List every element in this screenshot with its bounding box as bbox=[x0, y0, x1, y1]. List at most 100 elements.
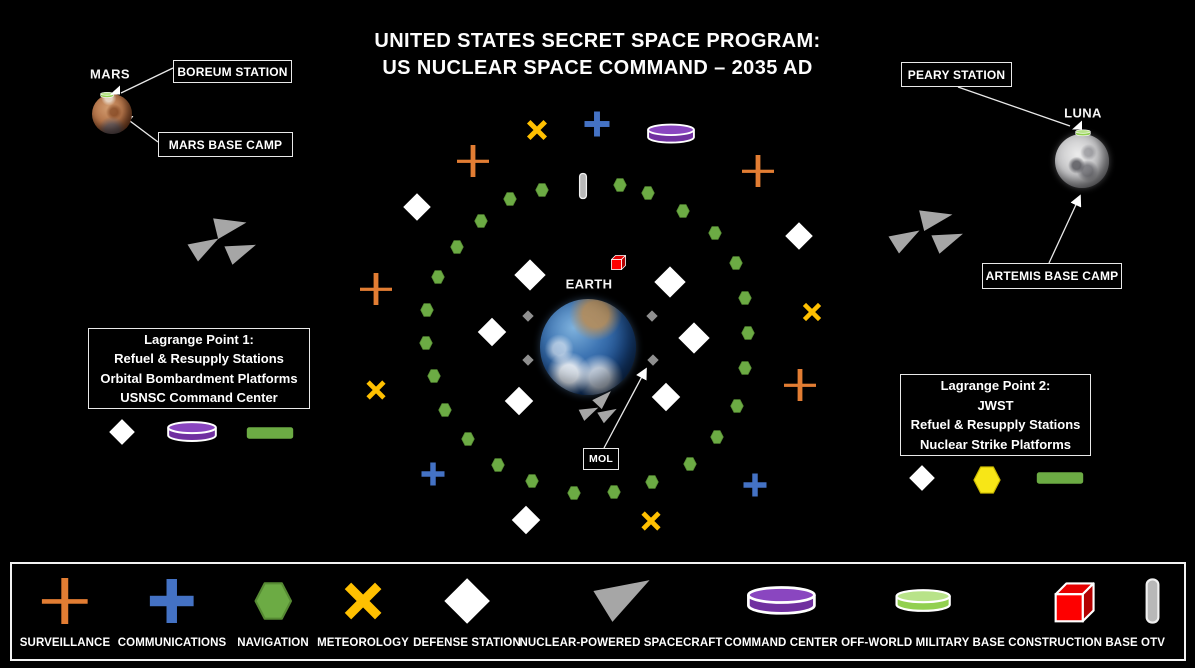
command-icon bbox=[745, 570, 817, 632]
mol-box: MOL bbox=[583, 448, 619, 470]
legend-item-defense: DEFENSE STATION bbox=[413, 570, 521, 649]
symbol-hex bbox=[491, 458, 506, 473]
symbol-construction bbox=[610, 254, 627, 271]
symbol-hex bbox=[613, 178, 628, 193]
legend-item-navigation: NAVIGATION bbox=[237, 570, 309, 649]
symbol-molsat bbox=[522, 354, 535, 367]
legend-item-communications: COMMUNICATIONS bbox=[118, 570, 227, 649]
symbol-hex bbox=[730, 399, 745, 414]
symbol-hex bbox=[741, 326, 756, 341]
symbol-hex bbox=[461, 432, 476, 447]
legend-item-surveillance: SURVEILLANCE bbox=[20, 570, 110, 649]
symbol-spacecraft bbox=[221, 240, 256, 268]
symbol-military bbox=[1075, 129, 1091, 137]
symbol-hex bbox=[427, 369, 442, 384]
symbol-spacecraft bbox=[928, 229, 963, 257]
symbol-hex bbox=[438, 403, 453, 418]
symbol-hex bbox=[525, 474, 540, 489]
peary-station-box: PEARY STATION bbox=[901, 62, 1012, 87]
legend-item-label: OFF-WORLD MILITARY BASE bbox=[841, 637, 1005, 649]
symbol-military bbox=[100, 92, 114, 98]
lp1-line-3: Orbital Bombardment Platforms bbox=[100, 370, 298, 386]
communications-icon bbox=[149, 570, 194, 632]
legend-item-label: DEFENSE STATION bbox=[413, 637, 521, 649]
defense-icon bbox=[443, 570, 491, 632]
mars-base-camp-box: MARS BASE CAMP bbox=[158, 132, 293, 157]
symbol-spacecraft bbox=[597, 408, 617, 424]
luna-planet bbox=[1055, 134, 1109, 188]
symbol-hex bbox=[450, 240, 465, 255]
symbol-hex bbox=[645, 475, 660, 490]
lagrange-point-2-box: Lagrange Point 2: JWST Refuel & Resupply… bbox=[900, 374, 1091, 456]
symbol-hex bbox=[708, 226, 723, 241]
symbol-meteorology bbox=[525, 118, 549, 142]
earth-planet bbox=[540, 299, 636, 395]
symbol-surveillance bbox=[784, 369, 816, 401]
legend-item-label: NAVIGATION bbox=[237, 637, 309, 649]
symbol-hex bbox=[683, 457, 698, 472]
symbol-defense bbox=[678, 322, 711, 355]
legend-item-label: SURVEILLANCE bbox=[19, 637, 111, 649]
symbol-hex bbox=[419, 336, 434, 351]
lp2-line-4: Nuclear Strike Platforms bbox=[919, 436, 1071, 452]
symbol-molsat bbox=[522, 310, 535, 323]
symbol-hex bbox=[607, 485, 622, 500]
symbol-molsat bbox=[647, 354, 660, 367]
symbol-communications bbox=[584, 111, 610, 137]
legend-bar: SURVEILLANCE COMMUNICATIONS NAVIGATION M… bbox=[10, 562, 1186, 661]
symbol-hex bbox=[503, 192, 518, 207]
otv-icon bbox=[1145, 570, 1160, 632]
symbol-defense bbox=[511, 505, 541, 535]
title-line-1: UNITED STATES SECRET SPACE PROGRAM: bbox=[374, 30, 821, 52]
symbol-surveillance bbox=[457, 145, 489, 177]
legend-item-label: OTV bbox=[1141, 637, 1165, 649]
legend-item-command: COMMAND CENTER bbox=[724, 570, 838, 649]
symbol-spacecraft bbox=[207, 211, 247, 246]
symbol-pennant bbox=[110, 85, 121, 95]
symbol-defense bbox=[403, 193, 432, 222]
symbol-meteorology bbox=[365, 379, 388, 402]
symbol-surveillance bbox=[360, 273, 392, 305]
construction-icon bbox=[1050, 570, 1096, 632]
artemis-base-camp-box: ARTEMIS BASE CAMP bbox=[982, 263, 1122, 289]
symbol-spacecraft bbox=[591, 391, 615, 412]
earth-label: EARTH bbox=[565, 276, 613, 292]
symbol-defense bbox=[504, 386, 534, 416]
legend-item-construction: CONSTRUCTION BASE bbox=[1008, 570, 1138, 649]
military-icon bbox=[894, 570, 952, 632]
lp1-line-2: Refuel & Resupply Stations bbox=[114, 351, 284, 366]
symbol-surveillance bbox=[742, 155, 774, 187]
symbol-command bbox=[166, 421, 218, 443]
symbol-hex bbox=[474, 214, 489, 229]
symbol-hex bbox=[738, 361, 753, 376]
symbol-spacecraft bbox=[577, 406, 599, 423]
symbol-hex bbox=[641, 186, 656, 201]
legend-item-label: METEOROLOGY bbox=[317, 637, 409, 649]
meteorology-icon bbox=[341, 570, 385, 632]
symbol-defense bbox=[654, 266, 687, 299]
symbol-otv bbox=[578, 172, 588, 200]
lp2-line-3: Refuel & Resupply Stations bbox=[910, 417, 1081, 432]
symbol-meteorology bbox=[801, 301, 823, 323]
lp2-line-1: Lagrange Point 2: bbox=[940, 378, 1051, 393]
mars-planet bbox=[92, 94, 132, 134]
boreum-station-box: BOREUM STATION bbox=[173, 60, 292, 83]
symbol-command bbox=[646, 123, 696, 145]
luna-label: LUNA bbox=[1064, 105, 1102, 121]
lp1-line-4: USNSC Command Center bbox=[120, 390, 278, 405]
symbol-hex bbox=[420, 303, 435, 318]
title-line-2: US NUCLEAR SPACE COMMAND – 2035 AD bbox=[382, 57, 813, 79]
symbol-jwsthex bbox=[972, 465, 1003, 496]
lp2-line-2: JWST bbox=[977, 397, 1014, 413]
symbol-spacecraft bbox=[888, 230, 920, 254]
spacecraft-icon bbox=[592, 570, 650, 632]
legend-item-label: COMMUNICATIONS bbox=[117, 637, 227, 649]
symbol-communications bbox=[421, 462, 445, 486]
symbol-communications bbox=[743, 473, 767, 497]
navigation-icon bbox=[252, 570, 294, 632]
mars-label: MARS bbox=[90, 66, 130, 82]
symbol-defense bbox=[909, 465, 936, 492]
legend-item-label: CONSTRUCTION BASE bbox=[1008, 637, 1138, 649]
symbol-hex bbox=[567, 486, 582, 501]
